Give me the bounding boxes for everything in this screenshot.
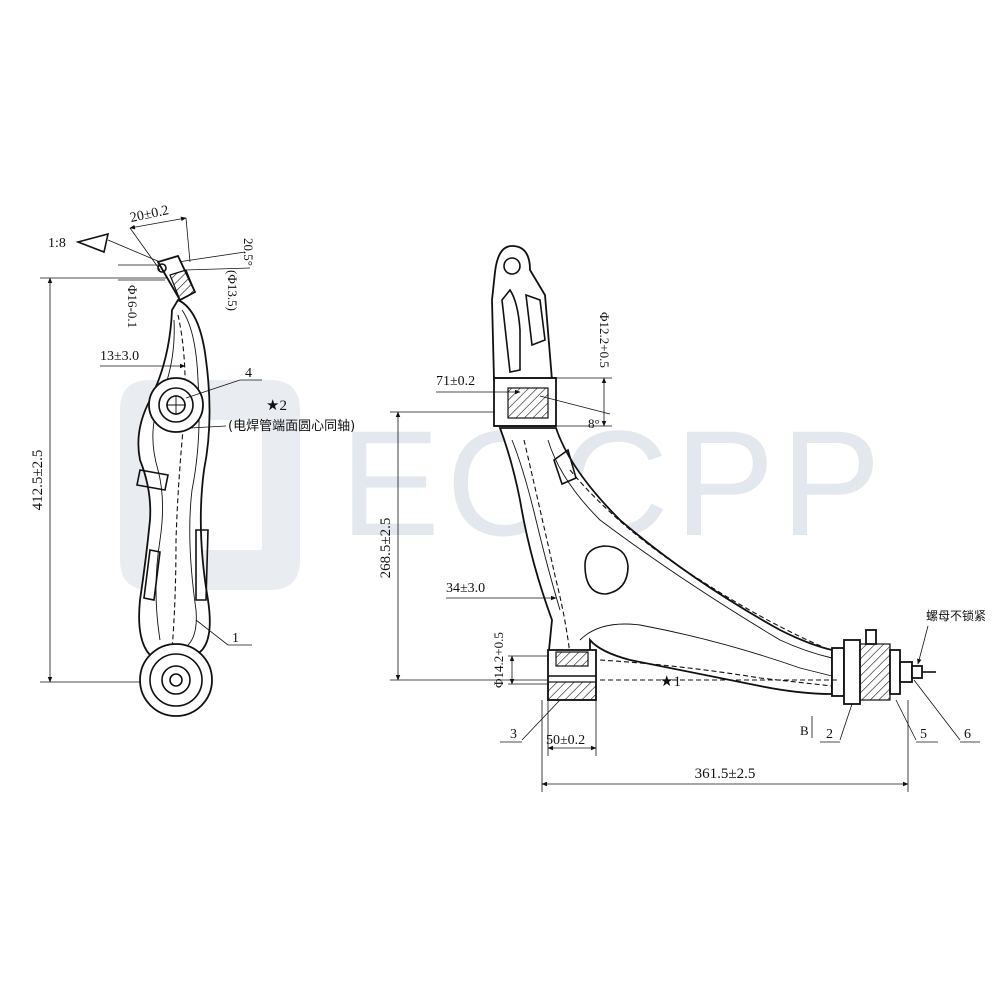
left-dia-shaft: (Φ13.5) bbox=[225, 270, 240, 311]
right-label-b: B bbox=[800, 723, 809, 738]
left-dim-offset: 13±3.0 bbox=[100, 349, 139, 364]
left-ratio-label: 1:8 bbox=[48, 236, 66, 251]
right-callout-6: 6 bbox=[964, 727, 971, 742]
right-height-dim: 268.5±2.5 bbox=[378, 518, 394, 579]
right-callout-2: 2 bbox=[826, 727, 833, 742]
left-view: 412.5±2.5 1:8 20±0.2 20.5° (Φ13.5) Φ16-0… bbox=[30, 203, 355, 717]
right-dim-50: 50±0.2 bbox=[546, 733, 585, 748]
right-dia-bottom: Φ14.2+0.5 bbox=[491, 632, 506, 688]
left-height-dim: 412.5±2.5 bbox=[30, 450, 46, 511]
left-callout-4: 4 bbox=[245, 366, 252, 381]
left-dim-top: 20±0.2 bbox=[129, 203, 170, 226]
left-angle: 20.5° bbox=[241, 238, 256, 266]
right-nut-note: 螺母不锁紧 bbox=[926, 608, 986, 623]
right-star-1: ★1 bbox=[660, 674, 681, 690]
left-star-2: ★2 bbox=[266, 398, 287, 414]
right-callout-3: 3 bbox=[510, 727, 517, 742]
left-dia-hole: Φ16-0.1 bbox=[125, 285, 140, 328]
right-length-dim: 361.5±2.5 bbox=[695, 766, 756, 782]
right-callout-5: 5 bbox=[920, 727, 927, 742]
right-angle-8: 8° bbox=[588, 416, 600, 431]
right-dim-34: 34±3.0 bbox=[446, 581, 485, 596]
right-dim-71: 71±0.2 bbox=[436, 374, 475, 389]
right-view: Φ12.2+0.5 71±0.2 8° R bbox=[378, 245, 986, 792]
left-note-cn: (电焊管端面圆心同轴) bbox=[228, 418, 355, 434]
left-callout-1: 1 bbox=[232, 631, 239, 646]
right-dia-top: Φ12.2+0.5 bbox=[597, 312, 612, 368]
